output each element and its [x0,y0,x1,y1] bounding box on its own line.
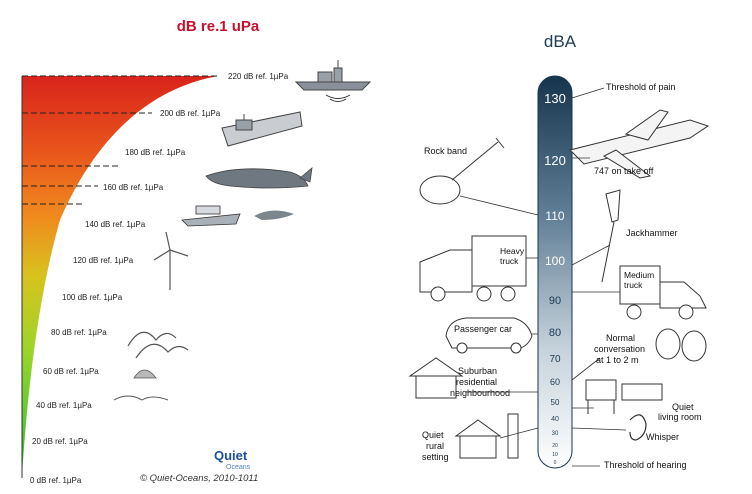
label-threshold-of-hearing: Threshold of hearing [604,460,687,470]
scale-120: 120 [544,153,566,168]
right-panel-title: dBA [543,32,577,51]
jackhammer-icon [601,189,621,283]
label-medium-truck-line1: Medium [624,270,655,280]
label-heavy-truck-line1: Heavy [500,246,525,256]
shrimp-icon [113,395,169,401]
label-conversation-line1: Normal [606,333,636,343]
scale-100: 100 [544,254,566,268]
connector-lines [459,87,627,467]
scale-70: 70 [549,354,561,365]
suburban-house-icon [408,357,464,399]
level-label-120: 120 dB ref. 1µPa [73,256,134,265]
scale-0: 0 [553,460,557,466]
level-label-100: 100 dB ref. 1µPa [62,293,123,302]
scale-40: 40 [551,416,559,423]
level-label-200: 200 dB ref. 1µPa [160,109,221,118]
label-747-takeoff: 747 on take off [594,166,654,176]
wind-turbine-icon [153,231,189,290]
label-conversation-line2: conversation [594,344,646,354]
ear-icon [629,414,647,441]
scale-10: 10 [552,452,558,458]
label-threshold-of-pain: Threshold of pain [606,82,676,92]
left-panel-title: dB re.1 uPa [176,18,260,35]
dolphin-icon [254,210,294,220]
level-label-160: 160 dB ref. 1µPa [103,183,164,192]
level-label-20: 20 dB ref. 1µPa [32,437,88,446]
label-whisper: Whisper [646,432,680,442]
level-label-0: 0 dB ref. 1µPa [30,476,82,485]
label-rock-band: Rock band [424,146,468,156]
level-label-40: 40 dB ref. 1µPa [36,401,92,410]
label-suburban-line3: neighbourhood [450,388,511,398]
level-label-80: 80 dB ref. 1µPa [51,328,107,337]
level-label-220: 220 dB ref. 1µPa [228,72,289,81]
decibel-wedge [22,76,218,476]
whale-icon [205,167,313,189]
level-label-60: 60 dB ref. 1µPa [43,367,99,376]
copyright-credit: © Quiet-Oceans, 2010-1011 [140,473,259,484]
warship-icon [294,60,372,102]
quiet-oceans-logo-sub: Oceans [226,464,251,471]
shell-icon [133,369,157,379]
label-suburban-line2: residential [456,377,498,387]
jet-airplane-icon [569,109,710,179]
label-medium-truck-line2: truck [624,280,643,290]
people-conversation-icon [655,328,707,362]
level-label-180: 180 dB ref. 1µPa [125,148,186,157]
passenger-car-icon [445,317,533,354]
label-passenger-car: Passenger car [454,324,513,334]
level-dashes [22,75,220,205]
label-quiet-living-line1: Quiet [672,402,694,412]
rural-farm-icon [454,413,519,459]
scale-110: 110 [545,209,565,223]
scale-60: 60 [549,377,560,387]
label-quiet-rural-line3: setting [422,452,449,462]
label-quiet-living-line2: living room [658,412,702,422]
heavy-truck-icon [419,235,527,302]
label-quiet-rural-line2: rural [426,441,445,451]
label-conversation-line3: at 1 to 2 m [596,355,639,365]
scale-30: 30 [551,431,559,437]
motor-yacht-icon [181,205,241,227]
label-quiet-rural-line1: Quiet [422,430,444,440]
quiet-oceans-logo: Quiet [214,448,248,463]
scale-90: 90 [548,295,562,307]
living-room-icon [585,379,663,414]
thermometer-tube [537,75,573,469]
medium-truck-icon [619,265,707,320]
label-jackhammer: Jackhammer [626,228,678,238]
scale-130: 130 [544,91,566,106]
level-label-140: 140 dB ref. 1µPa [85,220,146,229]
scale-20: 20 [552,443,558,449]
waves-icon [127,331,189,359]
label-suburban-line1: Suburban [458,366,498,376]
scale-50: 50 [550,398,560,407]
tanker-ship-icon [221,111,303,147]
guitar-icon [419,137,505,205]
scale-80: 80 [548,327,562,339]
label-heavy-truck-line2: truck [500,256,519,266]
